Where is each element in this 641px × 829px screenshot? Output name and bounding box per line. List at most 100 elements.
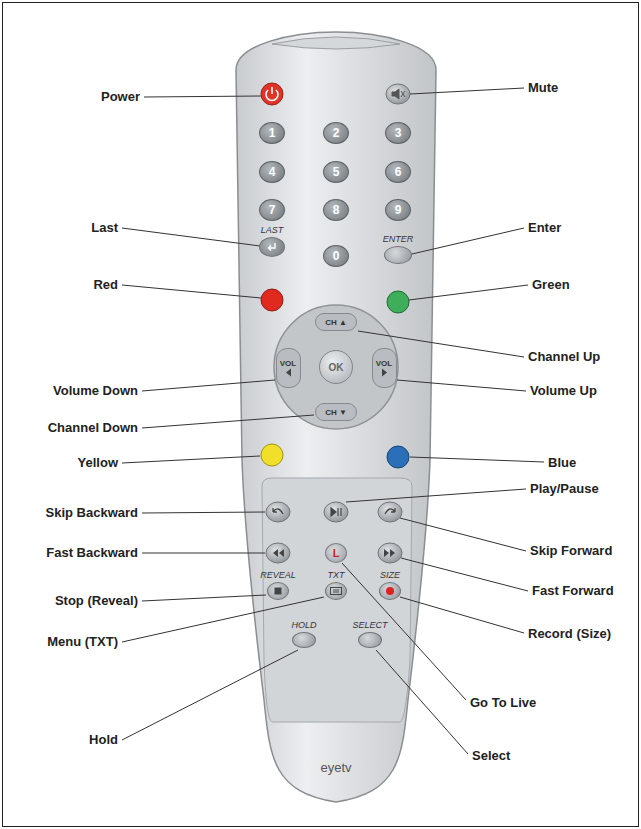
play-pause-button bbox=[324, 502, 348, 522]
button-text: 4 bbox=[269, 165, 276, 179]
leader-line bbox=[412, 228, 524, 254]
callout-label: Select bbox=[472, 748, 510, 764]
digit-button: 4 bbox=[259, 161, 285, 183]
callout-label: Skip Backward bbox=[46, 505, 139, 521]
leader-line bbox=[142, 380, 275, 391]
last-button: LAST bbox=[257, 225, 287, 259]
leader-line bbox=[410, 457, 544, 462]
leader-line bbox=[346, 489, 526, 502]
skip-backward-icon bbox=[273, 508, 283, 514]
button-caption: TXT bbox=[328, 570, 345, 581]
button-text: 8 bbox=[333, 203, 340, 217]
select-button: SELECT bbox=[350, 620, 390, 650]
brand-text: eyetv bbox=[226, 760, 446, 775]
callout-label: Green bbox=[532, 277, 570, 293]
ir-window bbox=[272, 37, 400, 49]
hold-button: HOLD bbox=[289, 620, 319, 650]
digit-button: 2 bbox=[323, 122, 349, 144]
remote-body-outline bbox=[236, 32, 436, 802]
leader-line bbox=[142, 415, 314, 428]
skip-backward-button bbox=[266, 502, 290, 522]
callout-label: Red bbox=[93, 277, 118, 293]
fast-forward-button bbox=[378, 543, 402, 563]
button-text: 1 bbox=[269, 126, 276, 140]
button-caption: HOLD bbox=[291, 620, 316, 631]
leader-line bbox=[142, 553, 265, 554]
callout-label: Fast Forward bbox=[532, 583, 614, 599]
red-button bbox=[261, 289, 283, 311]
stop-icon bbox=[274, 587, 282, 595]
callout-label: Yellow bbox=[78, 455, 118, 471]
yellow-button bbox=[261, 444, 283, 466]
leader-line bbox=[142, 512, 265, 513]
button-text: 2 bbox=[333, 126, 340, 140]
enter-button: ENTER bbox=[381, 234, 416, 266]
button-cap bbox=[325, 582, 347, 600]
leader-line bbox=[122, 650, 298, 740]
button-cap bbox=[384, 246, 412, 264]
button-caption: REVEAL bbox=[260, 570, 296, 581]
callout-label: Power bbox=[101, 89, 140, 105]
stop-button: REVEAL bbox=[258, 570, 298, 602]
button-text: VOL bbox=[376, 359, 392, 368]
digit-button: 3 bbox=[385, 122, 411, 144]
digit-button: 8 bbox=[323, 199, 349, 221]
volume-down-button: VOL bbox=[276, 348, 301, 388]
power-button bbox=[261, 83, 283, 105]
power-icon bbox=[266, 87, 278, 100]
leader-line bbox=[397, 380, 526, 391]
volume-arrow bbox=[381, 368, 388, 377]
button-caption: SELECT bbox=[352, 620, 387, 631]
play-pause-icon bbox=[331, 508, 341, 516]
callout-label: Stop (Reveal) bbox=[55, 593, 138, 609]
return-icon bbox=[266, 242, 278, 252]
leader-line bbox=[401, 558, 528, 591]
button-text: 7 bbox=[269, 203, 276, 217]
digit-button: 1 bbox=[259, 122, 285, 144]
channel-up-button: CH ▲ bbox=[315, 313, 357, 331]
dpad-ring bbox=[274, 305, 398, 429]
skip-forward-icon bbox=[385, 508, 395, 514]
callout-label: Channel Up bbox=[528, 349, 600, 365]
button-text: 0 bbox=[333, 249, 340, 263]
callout-label: Channel Down bbox=[48, 420, 138, 436]
button-cap bbox=[358, 632, 382, 648]
digit-button: 0 bbox=[323, 245, 349, 267]
button-cap bbox=[259, 237, 285, 257]
callout-label: Enter bbox=[528, 220, 561, 236]
leader-line bbox=[409, 285, 528, 300]
button-cap bbox=[379, 582, 401, 600]
volume-up-button: VOL bbox=[372, 348, 397, 388]
lower-panel bbox=[262, 478, 412, 722]
button-text: 3 bbox=[395, 126, 402, 140]
leader-line bbox=[122, 285, 261, 298]
leader-line bbox=[410, 88, 524, 94]
leader-line bbox=[358, 331, 524, 357]
callout-label: Mute bbox=[528, 80, 558, 96]
mute-button bbox=[386, 84, 410, 104]
button-caption: ENTER bbox=[383, 234, 414, 245]
digit-button: 9 bbox=[385, 199, 411, 221]
volume-arrow bbox=[381, 368, 388, 377]
digit-button: 5 bbox=[323, 161, 349, 183]
leader-line bbox=[376, 650, 468, 754]
leader-line bbox=[122, 456, 260, 463]
fast-backward-button bbox=[266, 543, 290, 563]
button-cap bbox=[267, 582, 289, 600]
volume-arrow bbox=[285, 368, 292, 377]
button-text: VOL bbox=[280, 359, 296, 368]
button-text: 6 bbox=[395, 165, 402, 179]
leader-line bbox=[400, 518, 526, 551]
callout-label: Play/Pause bbox=[530, 481, 599, 497]
button-text: CH ▲ bbox=[325, 318, 347, 327]
channel-down-button: CH ▼ bbox=[315, 403, 357, 421]
leader-line bbox=[142, 595, 266, 601]
callout-label: Volume Down bbox=[53, 383, 138, 399]
record-icon bbox=[385, 586, 395, 596]
menu-button: TXT bbox=[323, 570, 349, 602]
mute-icon bbox=[392, 89, 405, 99]
button-text: OK bbox=[329, 362, 344, 373]
callout-label: Hold bbox=[89, 732, 118, 748]
skip-forward-button bbox=[378, 502, 402, 522]
